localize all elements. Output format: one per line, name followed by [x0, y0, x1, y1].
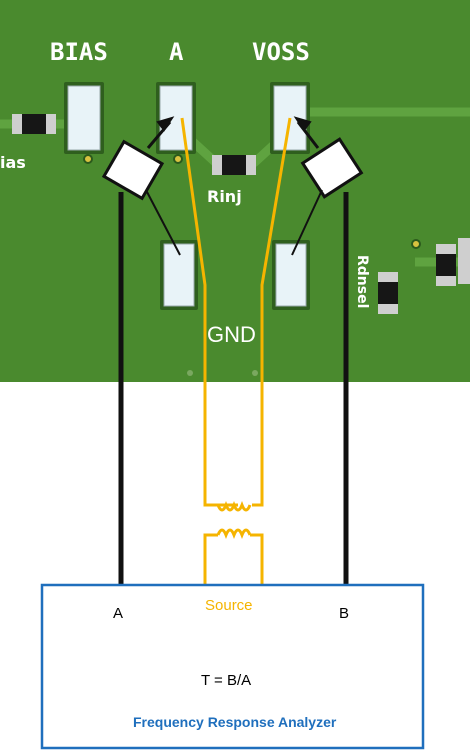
- probe-b-arrow-icon: [293, 116, 312, 132]
- source-wire-lower-left: [203, 533, 218, 585]
- gnd-pad-right: [272, 240, 310, 310]
- rinj-label: Rinj: [207, 187, 242, 206]
- gnd-pad-left: [160, 240, 198, 310]
- source-wire-lower-right: [250, 533, 264, 585]
- analyzer-input-a: A: [113, 605, 123, 622]
- bias-pad: [64, 82, 104, 154]
- probe-a-head: [101, 139, 165, 201]
- via: [411, 239, 421, 249]
- analyzer-box: A Source B T = B/A Frequency Response An…: [40, 583, 425, 750]
- probe-b-head: [300, 137, 364, 199]
- source-wire-left: [180, 117, 238, 507]
- transformer-primary-icon: [216, 500, 252, 512]
- pcb-board: BIAS A VOSS ias Rinj Rdnsel GND: [0, 0, 470, 382]
- source-wires: [180, 117, 292, 585]
- source-wire-right: [252, 117, 292, 507]
- resistor-right-1: [378, 272, 398, 314]
- via: [252, 370, 258, 376]
- analyzer-source-label: Source: [205, 597, 253, 614]
- voss-label: VOSS: [252, 38, 310, 66]
- probe-a-ground-lead: [145, 189, 181, 256]
- analyzer-title: Frequency Response Analyzer: [133, 714, 337, 730]
- left-partial-label: ias: [0, 153, 26, 172]
- via: [83, 154, 93, 164]
- resistor-left: [12, 114, 56, 134]
- via: [173, 154, 183, 164]
- a-label: A: [169, 38, 184, 66]
- probe-b-ground-lead: [291, 189, 323, 256]
- probe-a-arrow-icon: [156, 116, 175, 132]
- right-partial-label: Rdnsel: [354, 255, 370, 308]
- probe-a: [101, 116, 181, 256]
- probe-wires: [118, 192, 349, 585]
- transformer-secondary-icon: [216, 528, 252, 540]
- analyzer-input-b: B: [339, 605, 349, 622]
- resistor-right-2: [436, 244, 456, 286]
- bias-label: BIAS: [50, 38, 108, 66]
- a-pad: [156, 82, 196, 154]
- analyzer-formula: T = B/A: [201, 672, 251, 689]
- via: [187, 370, 193, 376]
- gnd-label: GND: [207, 322, 256, 347]
- probe-b: [291, 116, 364, 256]
- resistor-rinj: [212, 155, 256, 175]
- resistor-right-3: [458, 238, 470, 284]
